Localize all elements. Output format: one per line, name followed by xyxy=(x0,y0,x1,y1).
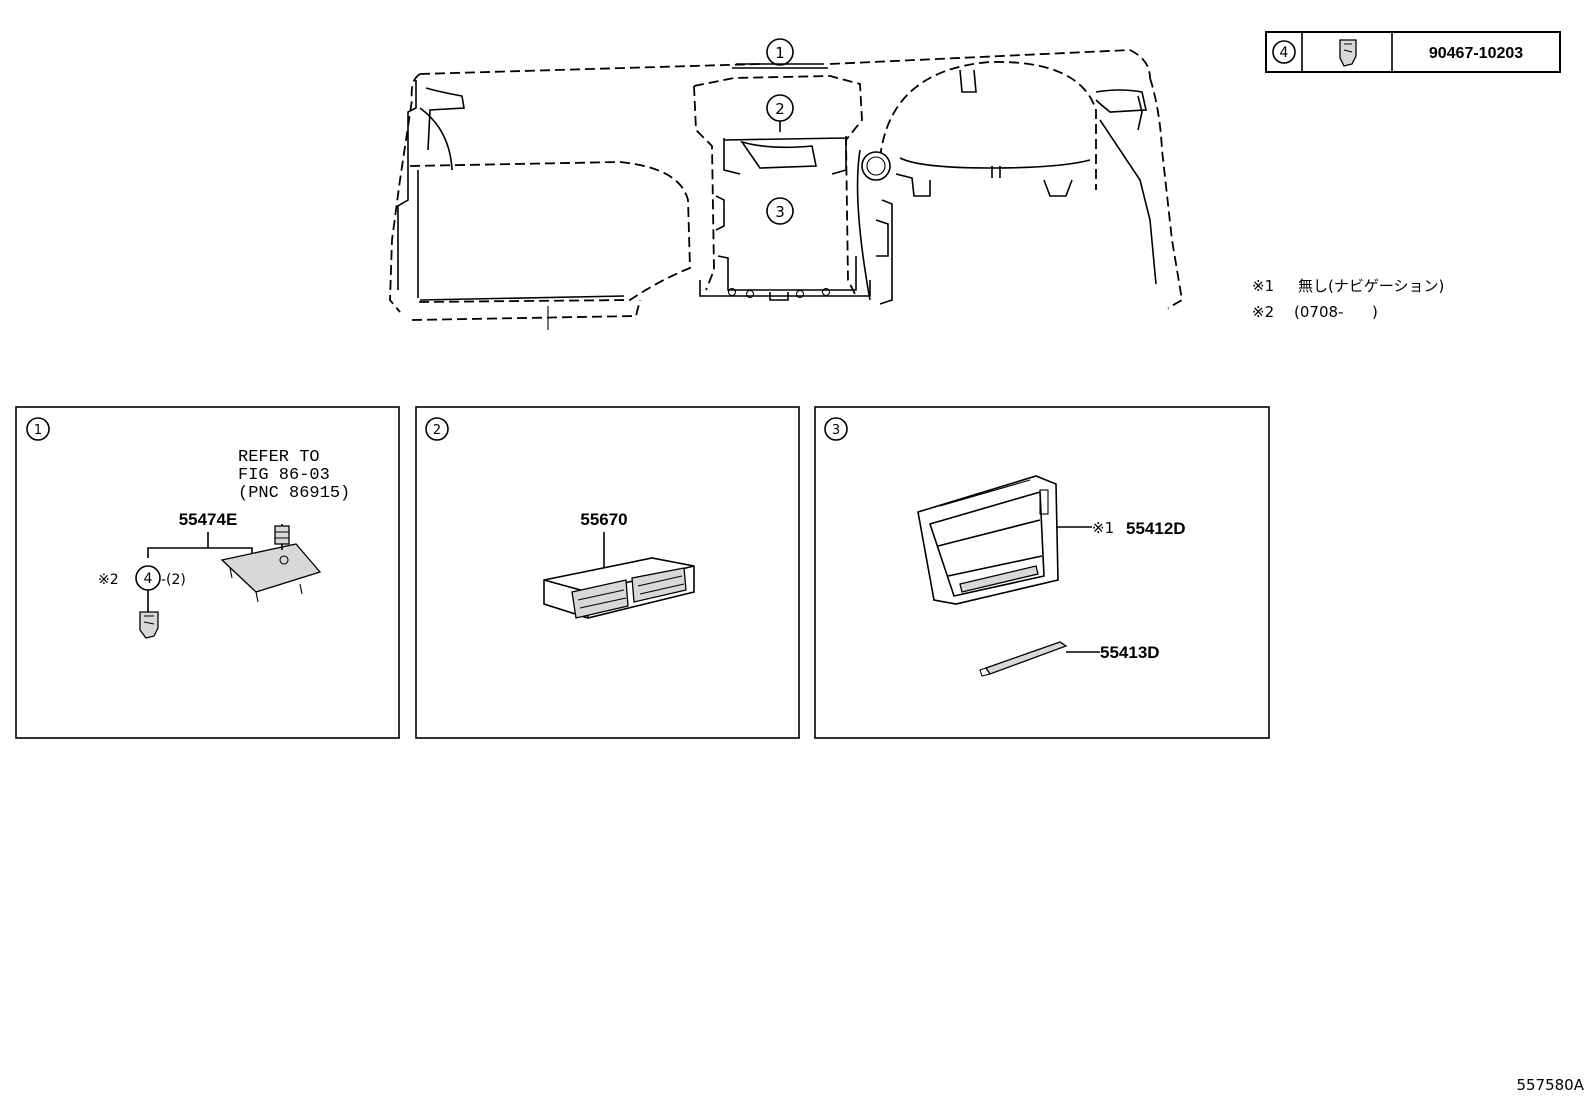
clip-mark: ※2 xyxy=(98,572,119,588)
center-cluster-bezel-part xyxy=(917,475,1059,605)
note-1-mark: ※1 xyxy=(1252,277,1274,295)
svg-text:1: 1 xyxy=(775,44,785,62)
notes: ※1 無し(ナビゲーション) ※2 (0708- ) xyxy=(1252,277,1444,321)
legend-part-number: 90467-10203 xyxy=(1429,45,1523,62)
part-55413D: 55413D xyxy=(1100,643,1160,662)
refer-line-1: REFER TO xyxy=(238,448,320,467)
part-a-mark: ※1 xyxy=(1092,519,1114,537)
part-55474E: 55474E xyxy=(179,510,238,529)
part-55670: 55670 xyxy=(580,510,627,529)
note-1-text: 無し(ナビゲーション) xyxy=(1298,277,1444,295)
callout-2: 2 xyxy=(766,94,794,132)
svg-text:3: 3 xyxy=(775,203,785,221)
panel-3-num: 3 xyxy=(832,423,840,438)
panel-1: 1 REFER TO FIG 86-03 (PNC 86915) 55474E … xyxy=(15,406,400,739)
clip-qty: -(2) xyxy=(161,572,186,588)
clip-icon xyxy=(1339,39,1357,67)
panel-2-num: 2 xyxy=(433,423,441,438)
callout-3: 3 xyxy=(766,197,794,225)
note-2-text: (0708- ) xyxy=(1294,303,1378,321)
screw-icon xyxy=(274,525,290,545)
legend-ref: 4 xyxy=(1280,45,1289,61)
part-55412D: 55412D xyxy=(1126,519,1186,538)
callout-1: 1 xyxy=(732,38,828,69)
clip-icon xyxy=(139,611,159,639)
note-2-mark: ※2 xyxy=(1252,303,1274,321)
instrument-panel-outline xyxy=(389,49,1183,330)
panel-1-num: 1 xyxy=(34,423,42,438)
panel-2: 2 55670 xyxy=(415,406,800,739)
clip-ref: 4 xyxy=(144,571,153,587)
refer-line-2: FIG 86-03 xyxy=(238,466,330,485)
figure-id: 557580A xyxy=(1516,1076,1584,1094)
panel-3: 3 ※1 55412D 55413D xyxy=(814,406,1270,739)
center-vent-part xyxy=(543,557,695,619)
trim-strip-part xyxy=(979,641,1068,677)
svg-text:2: 2 xyxy=(775,100,785,118)
refer-line-3: (PNC 86915) xyxy=(238,484,350,503)
legend-table: 4 90467-10203 xyxy=(1265,31,1561,73)
